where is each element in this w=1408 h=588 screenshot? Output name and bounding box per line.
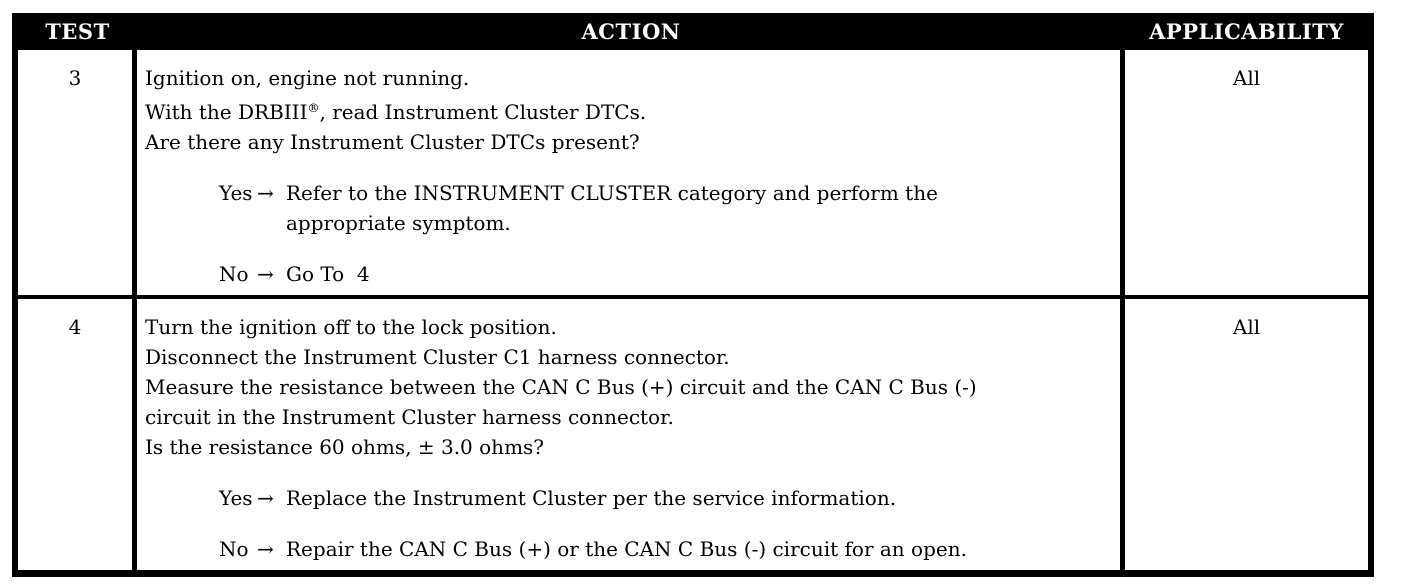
action-line: circuit in the Instrument Cluster harnes…	[145, 405, 674, 429]
action-line: With the DRBIII®, read Instrument Cluste…	[145, 93, 1114, 127]
branch-result: Repair the CAN C Bus (+) or the CAN C Bu…	[286, 537, 967, 561]
branch-result: Refer to the INSTRUMENT CLUSTER category…	[286, 181, 938, 235]
diagnostic-test-table: TEST ACTION APPLICABILITY 3 Ignition on,…	[12, 13, 1374, 577]
branch-row-no: No → Go To 4	[219, 259, 1114, 289]
right-arrow-icon: →	[257, 262, 274, 286]
action-line: Ignition on, engine not running.	[145, 66, 470, 90]
header-cell-action: ACTION	[581, 19, 681, 44]
action-line: Are there any Instrument Cluster DTCs pr…	[145, 130, 640, 154]
test-number-cell: 4	[18, 299, 137, 570]
action-cell: Turn the ignition off to the lock positi…	[137, 299, 1125, 570]
branch-answer: Yes	[219, 486, 253, 510]
applicability-cell: All	[1125, 299, 1368, 570]
action-line: Is the resistance 60 ohms, ± 3.0 ohms?	[145, 435, 545, 459]
action-cell: Ignition on, engine not running. With th…	[137, 50, 1125, 295]
action-line: Turn the ignition off to the lock positi…	[145, 315, 557, 339]
action-line-text: With the DRBIII	[145, 100, 308, 124]
table-header-row: TEST ACTION APPLICABILITY	[18, 13, 1368, 50]
branch-result: Go To 4	[286, 262, 370, 286]
table-row-test-3: 3 Ignition on, engine not running. With …	[18, 50, 1368, 295]
action-line: Measure the resistance between the CAN C…	[145, 375, 977, 399]
branch-row-no: No → Repair the CAN C Bus (+) or the CAN…	[219, 534, 1114, 564]
test-number-cell: 3	[18, 50, 137, 295]
branch-answer: No	[219, 262, 249, 286]
action-line-text: , read Instrument Cluster DTCs.	[319, 100, 647, 124]
test-number: 3	[68, 66, 82, 90]
table-row-test-4: 4 Turn the ignition off to the lock posi…	[18, 295, 1368, 570]
right-arrow-icon: →	[257, 486, 274, 510]
branch-row-yes: Yes → Replace the Instrument Cluster per…	[219, 483, 1114, 513]
test-number: 4	[68, 315, 82, 339]
action-line: Disconnect the Instrument Cluster C1 har…	[145, 345, 730, 369]
header-cell-applicability: APPLICABILITY	[1149, 19, 1344, 44]
right-arrow-icon: →	[257, 181, 274, 205]
header-cell-test: TEST	[45, 19, 110, 44]
branch-answer: No	[219, 537, 249, 561]
branch-row-yes: Yes → Refer to the INSTRUMENT CLUSTER ca…	[219, 178, 1114, 238]
right-arrow-icon: →	[257, 537, 274, 561]
registered-trademark-symbol: ®	[307, 101, 320, 115]
applicability-cell: All	[1125, 50, 1368, 295]
applicability-value: All	[1232, 315, 1261, 339]
branch-answer: Yes	[219, 181, 253, 205]
applicability-value: All	[1232, 66, 1261, 90]
branch-result: Replace the Instrument Cluster per the s…	[286, 486, 897, 510]
